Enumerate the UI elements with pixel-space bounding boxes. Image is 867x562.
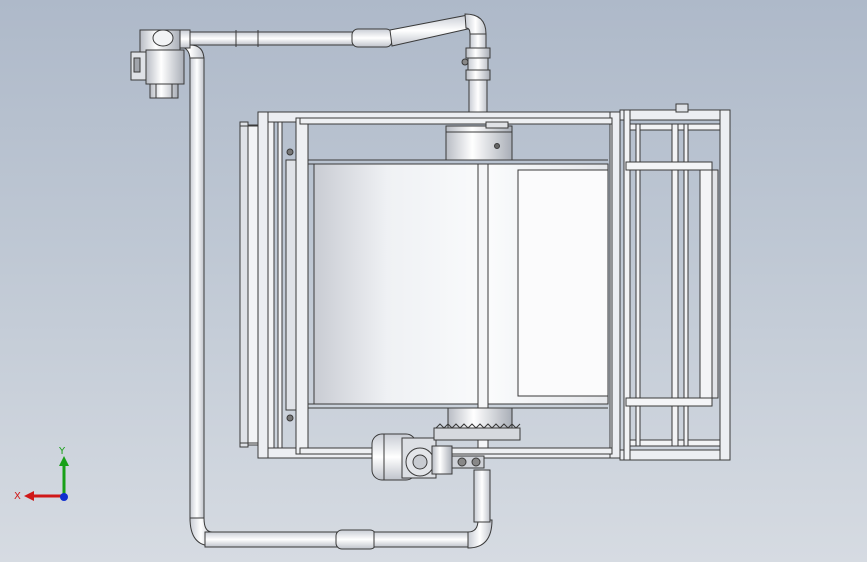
y-axis-label: Y [58, 446, 66, 457]
gear-sprocket[interactable] [433, 423, 521, 441]
right-frame[interactable] [619, 103, 731, 461]
z-axis-origin [60, 493, 68, 501]
y-axis-arrow [59, 456, 69, 496]
drive-motor[interactable] [371, 433, 485, 481]
blower-unit[interactable] [130, 29, 185, 99]
view-orientation-triad[interactable]: Y X [10, 440, 80, 510]
top-hub[interactable] [445, 121, 513, 161]
x-axis-arrow [24, 491, 64, 501]
x-axis-label: X [14, 491, 21, 502]
inner-panel[interactable] [517, 169, 609, 397]
pipe-system [173, 13, 493, 550]
